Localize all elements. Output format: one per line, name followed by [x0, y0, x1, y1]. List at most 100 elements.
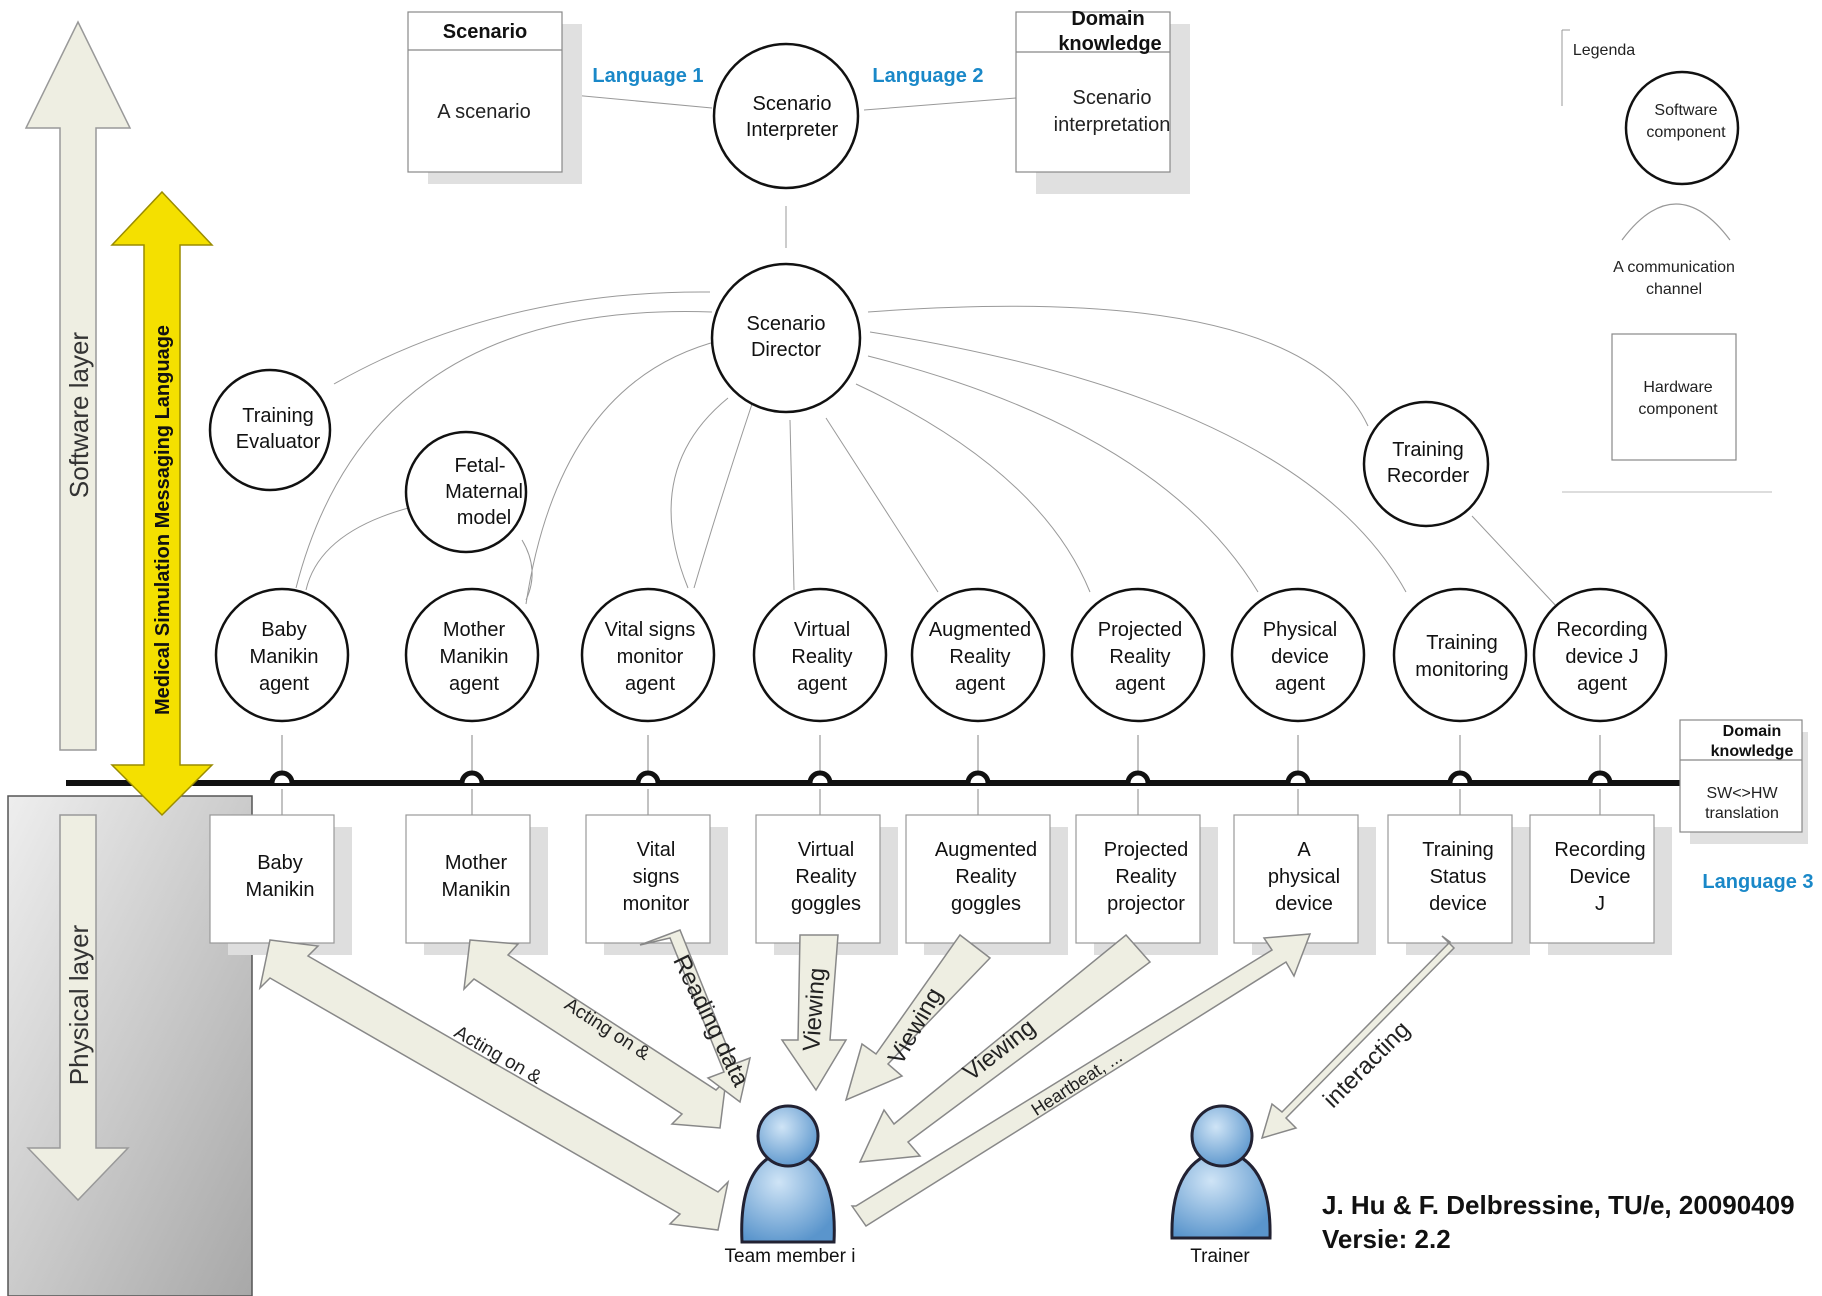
device-box: [905, 814, 1051, 944]
legend-title: Legenda: [1573, 42, 1635, 59]
device-label: Mother: [445, 852, 508, 874]
interpreter-line1: Scenario: [753, 93, 832, 115]
device-box: [1387, 814, 1513, 944]
director-line2: Director: [751, 339, 821, 361]
agent-circle: [1392, 587, 1528, 723]
team-member-label: Team member i: [725, 1246, 856, 1267]
agent-node: Physical device agent: [1230, 587, 1366, 784]
device-label: Status: [1430, 866, 1487, 888]
agent-label: monitor: [617, 646, 684, 668]
connector-scenario-interpreter: [561, 93, 713, 109]
language-3-label: Language 3: [1702, 871, 1813, 893]
interaction-arrows: [258, 929, 1456, 1231]
device-box: [1075, 814, 1201, 944]
bus-tap: [1587, 770, 1613, 784]
domain-box-right-body1: SW<>HW: [1706, 785, 1778, 802]
domain-box-top-body2: interpretation: [1054, 114, 1171, 136]
bus-tap: [459, 770, 485, 784]
device-label: goggles: [791, 893, 861, 915]
agent-label: Reality: [1109, 646, 1170, 668]
agent-label: Training: [1426, 632, 1498, 654]
connector-interpreter-domain: [863, 97, 1017, 111]
agent-circle: [1230, 587, 1366, 723]
credit-version: Versie: 2.2: [1322, 1224, 1451, 1254]
legend: Legenda Software component A communicati…: [1561, 29, 1772, 493]
device-box: [1233, 814, 1359, 944]
agent-circle: [1070, 587, 1206, 723]
device-label: device: [1275, 893, 1333, 915]
fetal-mother-channel: [521, 539, 533, 601]
device-label: signs: [633, 866, 680, 888]
domain-box-right-title2: knowledge: [1711, 743, 1794, 760]
language-2-label: Language 2: [872, 65, 983, 87]
agent-label: device: [1271, 646, 1329, 668]
fetal-line2: Maternal: [445, 481, 523, 503]
device-label: monitor: [623, 893, 690, 915]
director-line1: Scenario: [747, 313, 826, 335]
agent-label: Reality: [949, 646, 1010, 668]
scenario-director-node: Scenario Director: [710, 262, 862, 414]
agent-label: Physical: [1263, 619, 1337, 641]
device-label: Device: [1569, 866, 1630, 888]
agent-circle: [752, 587, 888, 723]
legend-hardware-line2: component: [1638, 401, 1718, 418]
trainer-label: Trainer: [1190, 1246, 1250, 1267]
agent-label: agent: [1275, 673, 1325, 695]
agent-circle: [580, 587, 716, 723]
agent-circle: [214, 587, 350, 723]
domain-box-top-title1: Domain: [1071, 8, 1144, 30]
recorder-line1: Training: [1392, 439, 1464, 461]
device-box: [405, 814, 531, 944]
agent-label: Manikin: [250, 646, 319, 668]
arrow-reading-data: [639, 929, 752, 1104]
agent-label: Manikin: [440, 646, 509, 668]
bus-tap: [635, 770, 661, 784]
messaging-language-label: Medical Simulation Messaging Language: [152, 325, 174, 715]
agent-label: device J: [1565, 646, 1638, 668]
agent-circle: [910, 587, 1046, 723]
domain-box-right-title1: Domain: [1723, 723, 1782, 740]
arrow-viewing-ar: [844, 933, 992, 1102]
agent-circle: [1532, 587, 1668, 723]
author-credit: J. Hu & F. Delbressine, TU/e, 20090409 V…: [1322, 1188, 1795, 1256]
director-channels: [295, 291, 1407, 605]
agent-label: agent: [955, 673, 1005, 695]
agent-label: agent: [625, 673, 675, 695]
agent-label: Recording: [1556, 619, 1647, 641]
devices-layer: BabyManikinMotherManikinVitalsignsmonito…: [209, 789, 1672, 955]
agent-label: Virtual: [794, 619, 850, 641]
bus-tap: [965, 770, 991, 784]
device-label: goggles: [951, 893, 1021, 915]
arrow-acting-mother: [462, 939, 728, 1129]
legend-software-line2: component: [1646, 124, 1726, 141]
agent-label: Projected: [1098, 619, 1183, 641]
scenario-box-title: Scenario: [443, 21, 527, 43]
legend-software-line1: Software: [1654, 102, 1717, 119]
device-label: Reality: [1115, 866, 1176, 888]
bus-tap: [1285, 770, 1311, 784]
evaluator-line1: Training: [242, 405, 314, 427]
legend-channel-line2: channel: [1646, 281, 1702, 298]
physical-layer-arrow: [26, 814, 130, 1202]
team-member-person-icon: [740, 1104, 836, 1244]
software-layer-label: Software layer: [64, 332, 94, 499]
domain-knowledge-box-top: Domain knowledge Scenario interpretation: [1015, 8, 1190, 194]
recorder-recording-channel: [1471, 515, 1559, 609]
arrow-acting-baby: [258, 939, 730, 1231]
fetal-line3: model: [457, 507, 511, 529]
agent-label: agent: [797, 673, 847, 695]
bus-tap: [269, 770, 295, 784]
evaluator-line2: Evaluator: [236, 431, 321, 453]
